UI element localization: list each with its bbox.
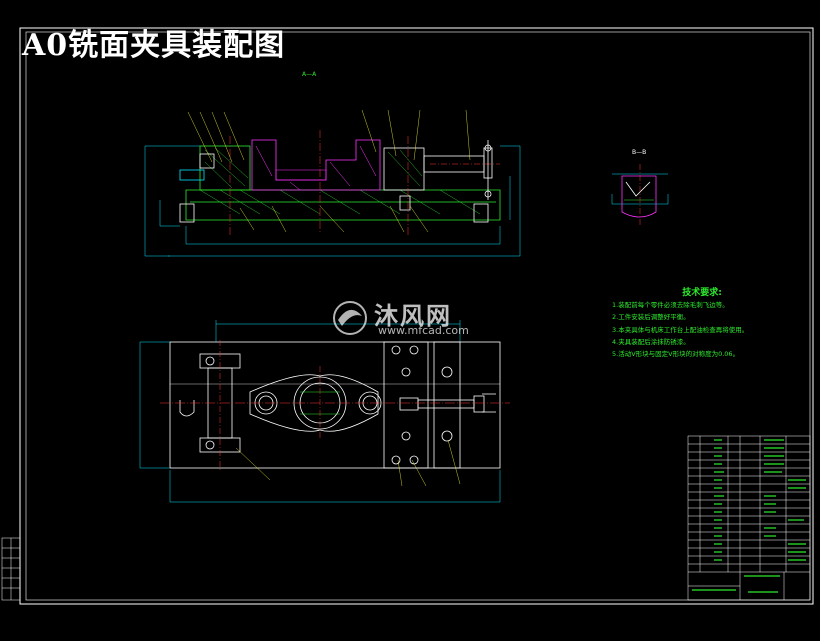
plan-view	[139, 320, 510, 503]
technical-requirements-title: 技术要求:	[682, 288, 722, 298]
requirement-item: 2.工件安装后调整好平衡。	[612, 313, 690, 322]
watermark-name: 沐风网	[374, 302, 452, 330]
requirement-item: 5.活动V形块与固定V形块的对称度为0.06。	[612, 350, 740, 359]
requirement-item: 1.装配前每个零件必须去除毛刺飞边等。	[612, 301, 729, 310]
parts-list-marks	[692, 439, 806, 593]
watermark-logo-icon	[333, 301, 367, 335]
technical-requirements: 技术要求: 1.装配前每个零件必须去除毛刺飞边等。 2.工件安装后调整好平衡。 …	[612, 287, 812, 360]
inner-frame	[25, 31, 811, 601]
section-label-a: A—A	[302, 71, 317, 78]
drawing-title: A0铣面夹具装配图	[22, 28, 286, 63]
margin-stamp	[1, 537, 21, 601]
watermark: 沐风网 www.mfcad.com	[330, 296, 500, 340]
sheet-border	[19, 27, 814, 605]
detail-view-b: B—B	[611, 149, 669, 226]
requirement-item: 3.本夹具体与机床工作台上配油检查再将使用。	[612, 325, 749, 334]
section-label-b: B—B	[632, 149, 646, 156]
watermark-url: www.mfcad.com	[378, 324, 469, 337]
title-block	[687, 435, 811, 601]
requirement-item: 4.夹具装配后涂抹防锈漆。	[612, 337, 690, 346]
section-view-a: A—A	[144, 71, 521, 257]
